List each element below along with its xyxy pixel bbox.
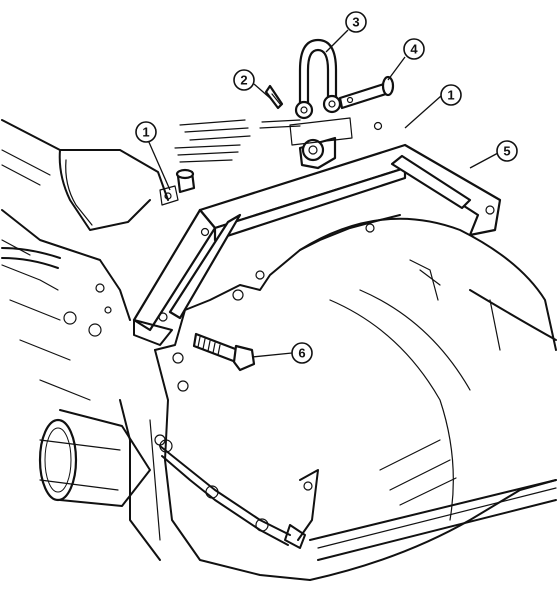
- callout-4: 4: [403, 38, 425, 60]
- cotter-pin: [264, 84, 284, 110]
- svg-text:4: 4: [410, 42, 418, 57]
- breather-fitting: [159, 168, 196, 206]
- engine-block: [1, 119, 169, 561]
- callout-3: 3: [345, 11, 367, 33]
- svg-text:5: 5: [503, 144, 510, 159]
- callout-5: 5: [496, 140, 518, 162]
- svg-text:6: 6: [298, 346, 305, 361]
- svg-text:2: 2: [240, 73, 247, 88]
- callout-1-left: 1: [135, 121, 157, 143]
- leader-lines: [147, 29, 499, 358]
- callout-6: 6: [291, 342, 313, 364]
- callout-2: 2: [233, 69, 255, 91]
- transmission-housing: [154, 214, 557, 581]
- shackle: [289, 38, 353, 146]
- callout-1-right: 1: [440, 84, 462, 106]
- svg-text:1: 1: [142, 125, 149, 140]
- svg-text:3: 3: [352, 15, 359, 30]
- bolt: [192, 332, 256, 372]
- shackle-pin: [338, 75, 395, 110]
- lift-bracket: [132, 119, 502, 346]
- svg-text:1: 1: [447, 88, 454, 103]
